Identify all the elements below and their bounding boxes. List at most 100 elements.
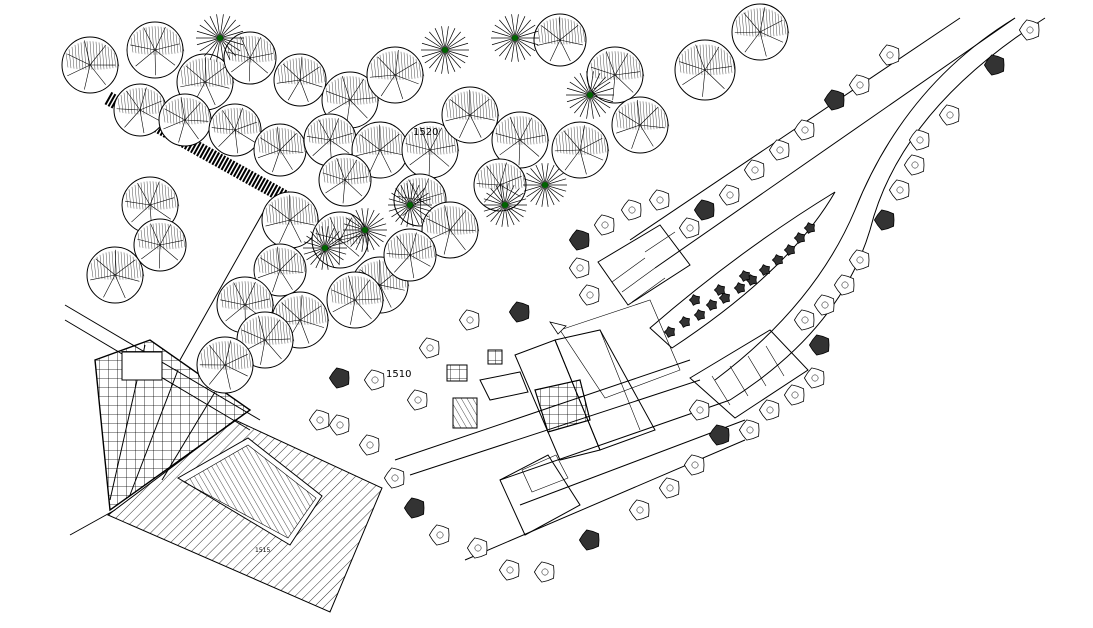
shrub-symbol (663, 326, 675, 338)
shrub-symbol (383, 467, 405, 489)
tree-canopy-cluster (61, 3, 790, 394)
tree-symbol (113, 83, 167, 137)
shrub-symbol (718, 184, 740, 206)
shrub-symbol (908, 129, 930, 151)
shrub-symbol (693, 309, 705, 321)
shrub-symbol (758, 264, 770, 276)
shrub-group (308, 19, 1040, 583)
shrub-symbol (738, 419, 760, 441)
tree-symbol (401, 121, 460, 179)
shrub-symbol (705, 299, 717, 311)
shrub-symbol (458, 309, 480, 331)
shrub-symbol (533, 561, 555, 583)
shrub-symbol (678, 316, 690, 328)
shrub-symbol (758, 399, 780, 421)
shrub-symbol (593, 214, 615, 236)
median-shrub-group (663, 222, 815, 338)
shrub-symbol (363, 369, 385, 391)
level-label-south: 1515 (255, 547, 270, 554)
tree-symbol (674, 39, 736, 101)
shrub-symbol (628, 499, 650, 521)
shrub-symbol (743, 159, 765, 181)
tree-symbol (303, 113, 357, 167)
tree-symbol (321, 71, 380, 129)
shrub-symbol (983, 54, 1005, 76)
level-label-center: 1510 (386, 369, 411, 380)
tree-symbol (253, 123, 307, 177)
shrub-symbol (718, 292, 730, 304)
shrub-symbol (498, 559, 520, 581)
tree-symbol (133, 218, 187, 272)
central-plaza (514, 299, 681, 461)
palm-tree-symbol (343, 208, 387, 252)
shrub-symbol (873, 209, 895, 231)
tree-symbol (273, 53, 327, 107)
shrub-symbol (466, 537, 488, 559)
tree-symbol (383, 228, 437, 282)
shrub-symbol (803, 367, 825, 389)
tree-symbol (491, 111, 550, 169)
tree-symbol (61, 36, 120, 94)
access-road-curve (714, 17, 1046, 401)
shrub-symbol (648, 189, 670, 211)
tree-symbol (586, 46, 645, 104)
shrub-symbol (358, 434, 380, 456)
tree-symbol (421, 201, 480, 259)
tree-symbol (611, 96, 670, 154)
tree-symbol (86, 246, 145, 304)
small-shelters (446, 349, 529, 429)
palm-tree-symbol (483, 183, 527, 227)
shrub-symbol (678, 217, 700, 239)
shrub-symbol (848, 249, 870, 271)
palm-tree-symbol (491, 14, 539, 62)
shrub-symbol (688, 399, 710, 421)
shrub-symbol (783, 244, 795, 256)
shrub-symbol (568, 229, 590, 251)
shrub-symbol (620, 199, 642, 221)
parking-north (597, 224, 691, 306)
shrub-symbol (508, 301, 530, 323)
tree-symbol (473, 158, 527, 212)
shrub-symbol (793, 119, 815, 141)
shrub-symbol (578, 284, 600, 306)
tree-symbol (366, 46, 425, 104)
shrub-symbol (308, 409, 330, 431)
shrub-symbol (328, 414, 350, 436)
shrub-symbol (878, 44, 900, 66)
parking-east (689, 329, 809, 419)
tree-symbol (318, 153, 372, 207)
shrub-symbol (733, 282, 745, 294)
shrub-symbol (578, 529, 600, 551)
shrub-symbol (768, 139, 790, 161)
tree-symbol (223, 31, 277, 85)
level-label-north: 1520 (413, 127, 438, 138)
tree-symbol (196, 336, 255, 394)
tree-symbol (731, 3, 790, 61)
shrub-symbol (771, 254, 783, 266)
shrub-symbol (823, 89, 845, 111)
palm-tree-symbol (523, 163, 567, 207)
palm-tree-symbol (566, 71, 614, 119)
shrub-symbol (418, 337, 440, 359)
shrub-symbol (568, 257, 590, 279)
shrub-symbol (708, 424, 730, 446)
tree-symbol (551, 121, 610, 179)
shrub-symbol (793, 232, 805, 244)
shrub-symbol (813, 294, 835, 316)
shrub-symbol (833, 274, 855, 296)
shrub-symbol (406, 389, 428, 411)
palm-tree-group (196, 14, 614, 270)
shrub-symbol (803, 222, 815, 234)
shrub-symbol (783, 384, 805, 406)
palm-tree-symbol (388, 183, 432, 227)
shrub-symbol (903, 154, 925, 176)
tree-symbol (126, 21, 185, 79)
shrub-symbol (738, 270, 750, 282)
shrub-symbol (1018, 19, 1040, 41)
palm-tree-symbol (421, 26, 469, 74)
palm-tree-symbol (196, 14, 244, 62)
tree-symbol (158, 93, 212, 147)
tree-symbol (441, 86, 500, 144)
seating-area-south (499, 454, 581, 536)
